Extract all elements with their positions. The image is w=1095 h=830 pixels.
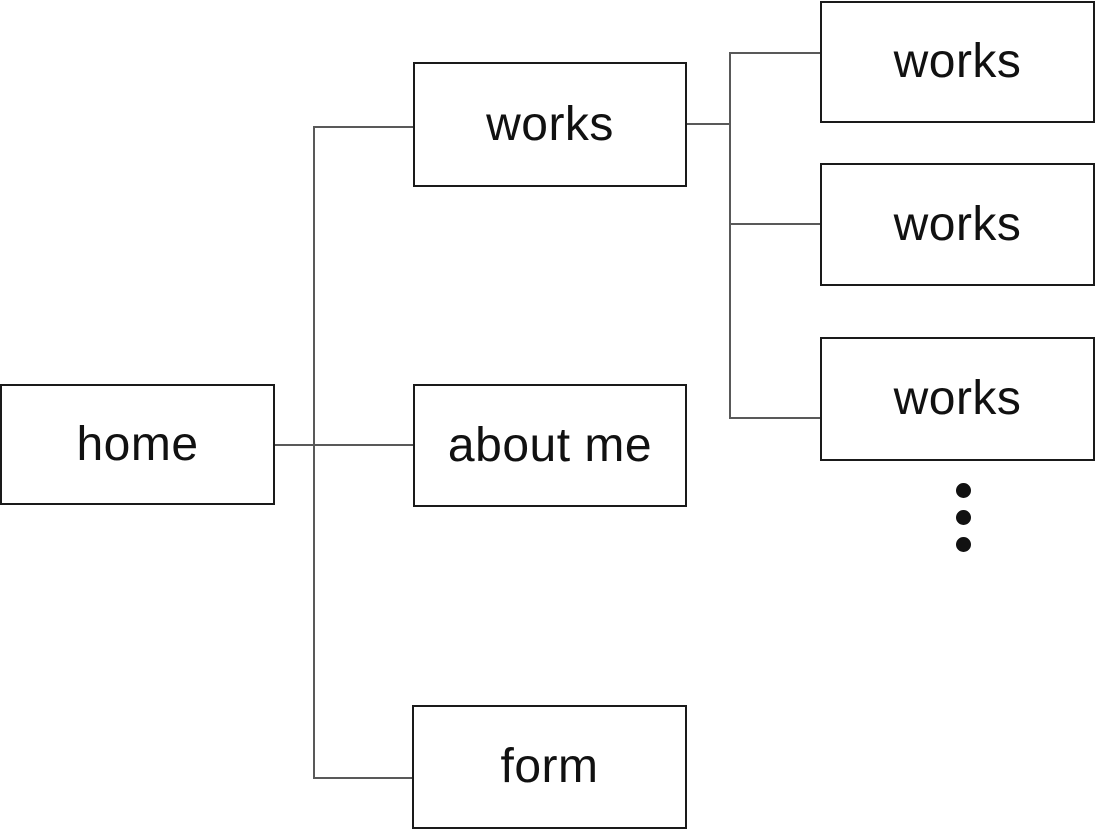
node-works-child-1-label: works (893, 35, 1022, 88)
connector-trunk-to-form (315, 777, 412, 779)
connector-works-to-right-trunk (687, 123, 731, 125)
ellipsis-dot (956, 537, 971, 552)
node-works-label: works (486, 97, 614, 151)
node-home-label: home (76, 417, 199, 471)
connector-trunk-to-works-child-2 (731, 223, 820, 225)
connector-home-to-trunk (275, 444, 413, 446)
ellipsis-dot (956, 510, 971, 525)
node-about-me-label: about me (447, 418, 653, 472)
connector-trunk-to-works-child-3 (731, 417, 820, 419)
connector-trunk-to-works (315, 126, 413, 128)
node-works-child-3: works (820, 337, 1095, 461)
node-form-label: form (500, 740, 599, 793)
connector-right-trunk (729, 52, 731, 419)
node-works-child-2-label: works (893, 197, 1022, 251)
ellipsis-dot (956, 483, 971, 498)
node-works-child-1: works (820, 1, 1095, 123)
node-works-child-2: works (820, 163, 1095, 286)
node-about-me: about me (413, 384, 687, 507)
node-works: works (413, 62, 687, 187)
node-home: home (0, 384, 275, 505)
node-works-child-3-label: works (893, 372, 1022, 425)
node-form: form (412, 705, 687, 829)
connector-trunk-to-works-child-1 (731, 52, 820, 54)
connector-left-trunk (313, 126, 315, 779)
